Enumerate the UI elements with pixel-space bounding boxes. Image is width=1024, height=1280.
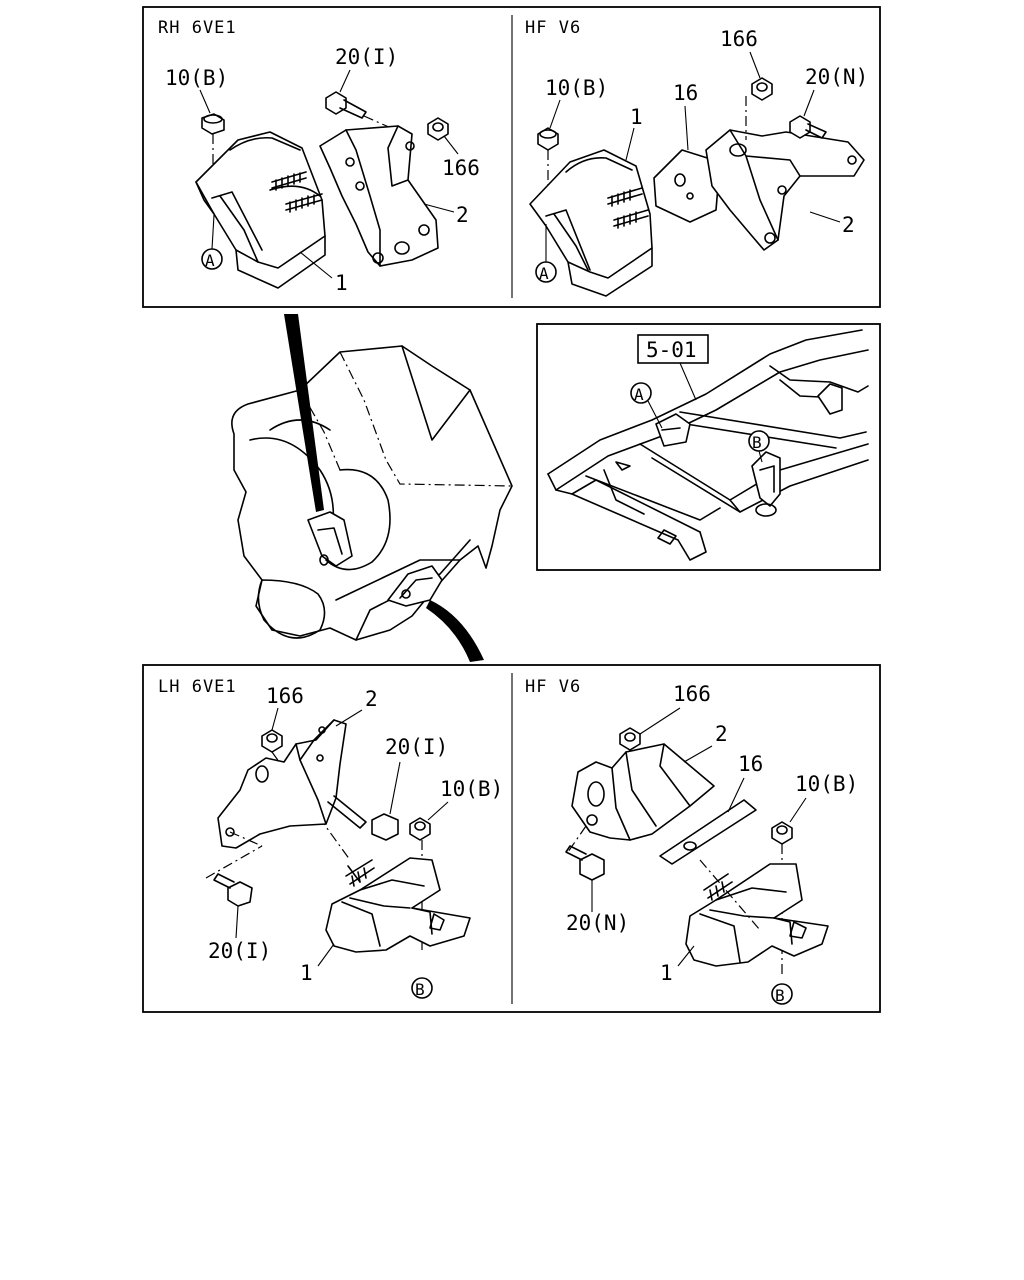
bolt-20i-part: [213, 873, 253, 907]
label-10b: 10(B): [795, 772, 858, 796]
label-166: 166: [673, 682, 711, 706]
lh-hf-v6-title: HF V6: [525, 677, 581, 697]
callout-b: B: [752, 433, 762, 452]
bolt-20i-part: [327, 795, 399, 841]
bottom-panel-frame: [142, 664, 881, 1013]
engine-mount-part: [195, 131, 326, 289]
label-10b: 10(B): [165, 66, 228, 90]
label-2: 2: [842, 213, 855, 237]
callout-b-circle: [771, 983, 793, 1005]
bolt-20n-part: [789, 115, 827, 139]
callout-b-circle: [411, 977, 433, 999]
engine-mount-part: [529, 149, 653, 297]
bracket-part: [205, 719, 347, 879]
bracket-part: [319, 125, 439, 267]
callout-a: A: [205, 251, 215, 270]
nut-166-part: [427, 117, 449, 141]
nut-166-part: [619, 727, 641, 751]
top-panel-frame: [142, 6, 881, 308]
label-16: 16: [673, 81, 698, 105]
nut-166-part: [745, 77, 773, 140]
lh-6ve1-panel: LH 6VE1 166 2 20(I): [158, 677, 503, 999]
engine-mount-part: [685, 859, 829, 967]
nut-10b-part: [537, 127, 559, 196]
callout-a: A: [539, 264, 549, 283]
bracket-part: [567, 743, 715, 853]
engine-mount-part: [325, 857, 471, 953]
ref-box: [637, 334, 709, 364]
label-20n: 20(N): [566, 911, 629, 935]
label-166: 166: [720, 27, 758, 51]
lh-hf-v6-panel: HF V6 166 2 16: [525, 677, 858, 1005]
callout-b: B: [775, 986, 785, 1005]
label-20i: 20(I): [335, 45, 398, 69]
label-20i: 20(I): [385, 735, 448, 759]
label-10b: 10(B): [545, 76, 608, 100]
rh-6ve1-panel: RH 6VE1 10(B) 1 A: [158, 18, 480, 295]
ref-box-label: 5-01: [646, 338, 697, 362]
label-16: 16: [738, 752, 763, 776]
label-20i-lower: 20(I): [208, 939, 271, 963]
bolt-20n-part: [565, 845, 605, 881]
lh-6ve1-title: LH 6VE1: [158, 677, 237, 697]
label-1: 1: [660, 961, 673, 985]
frame-panel-frame: [536, 323, 881, 571]
shim-16-part: [653, 149, 721, 223]
label-166: 166: [442, 156, 480, 180]
callout-b: B: [415, 980, 425, 999]
nut-10b-part: [201, 113, 225, 180]
leader-arrow-down: [426, 600, 484, 662]
rh-hf-v6-panel: HF V6 10(B) 1 A 16: [525, 18, 868, 297]
callout-a-circle: [630, 382, 652, 404]
bracket-part: [705, 129, 865, 251]
rh-hf-v6-title: HF V6: [525, 18, 581, 38]
frame-panel: 5-01: [547, 329, 869, 561]
label-2: 2: [715, 722, 728, 746]
label-10b: 10(B): [440, 777, 503, 801]
label-1: 1: [335, 271, 348, 295]
label-20n: 20(N): [805, 65, 868, 89]
rh-6ve1-title: RH 6VE1: [158, 18, 237, 38]
label-166: 166: [266, 684, 304, 708]
shim-16-part: [659, 799, 757, 865]
label-2: 2: [456, 203, 469, 227]
leader-arrow-up: [284, 314, 324, 512]
label-2: 2: [365, 687, 378, 711]
label-1: 1: [630, 105, 643, 129]
label-1: 1: [300, 961, 313, 985]
callout-a: A: [634, 385, 644, 404]
chassis-frame-drawing: [547, 329, 869, 561]
bolt-20i-part: [325, 91, 401, 133]
engine-block-drawing: [231, 314, 513, 662]
